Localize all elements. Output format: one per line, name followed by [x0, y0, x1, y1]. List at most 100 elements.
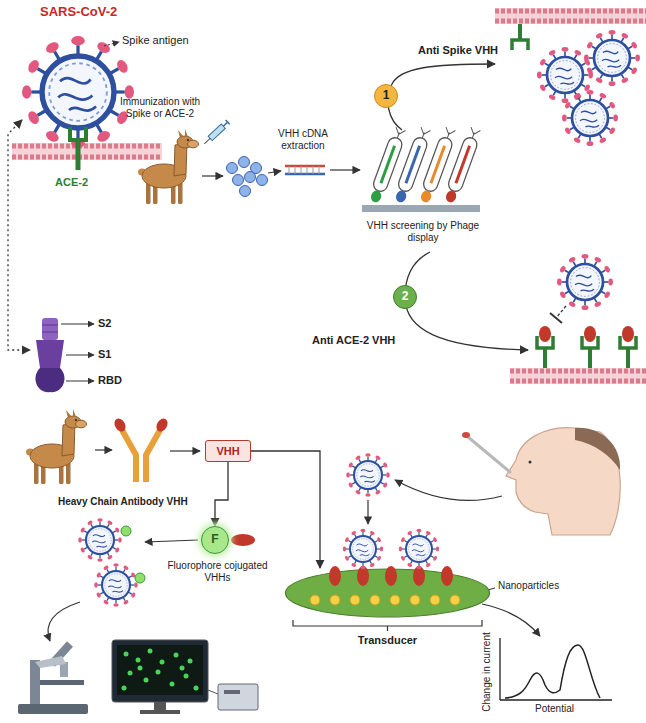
phage-display [417, 126, 457, 204]
b-cells [245, 172, 256, 183]
pointer-arrow [66, 381, 94, 382]
text-label: Spike antigen [122, 34, 189, 47]
phage-display [369, 189, 383, 204]
phage-display [381, 146, 395, 184]
heavy-chain-antibody [122, 430, 136, 482]
virus-icon [584, 30, 640, 86]
virus-icon [94, 563, 138, 607]
cell-membrane [510, 368, 646, 384]
branch-arrow [388, 64, 495, 130]
ace2-receptor [76, 140, 81, 170]
virus-icon [557, 254, 613, 310]
vhh-capsule [385, 566, 397, 586]
ace2-receptor-blocked [543, 348, 547, 368]
process-arrow [330, 169, 360, 170]
inhibition-symbol [550, 306, 566, 323]
nanoparticle [310, 595, 460, 605]
monitor-icon [174, 653, 179, 658]
monitor-icon [112, 640, 208, 714]
spike-protein-icon [35, 368, 64, 392]
step-number-badge: 2 [393, 285, 417, 309]
nanoparticle [350, 595, 360, 605]
text-label: Potential [535, 703, 574, 715]
current-potential-graph [505, 645, 600, 698]
nanoparticle [390, 595, 400, 605]
ace2-receptor-blocked [537, 326, 636, 368]
cell-membrane [510, 369, 646, 374]
phage-display [362, 126, 482, 212]
llama-figure [26, 409, 87, 484]
monitor-icon [122, 649, 199, 691]
cell-membrane [510, 368, 646, 384]
text-label: S1 [98, 348, 111, 361]
process-arrow [145, 540, 198, 542]
cell-membrane [495, 19, 646, 24]
phage-display [456, 146, 470, 184]
ace2-receptor [70, 127, 86, 170]
device-icon [218, 684, 258, 710]
nasal-swab [462, 432, 470, 438]
spike-protein-icon [42, 332, 58, 333]
heavy-chain-antibody [146, 430, 160, 482]
device-icon [224, 690, 240, 694]
cdna-strands [289, 166, 319, 174]
fluorophore-tag [121, 526, 145, 583]
pointer-arrow [66, 355, 94, 356]
phage-display [447, 136, 479, 193]
current-potential-graph [500, 638, 612, 700]
vhh-capsule [329, 566, 453, 586]
text-label: S2 [98, 317, 111, 330]
microscope-icon [35, 656, 66, 668]
device-icon [208, 690, 218, 694]
monitor-icon [170, 682, 175, 687]
b-cells [227, 163, 238, 174]
node-text: F [211, 533, 218, 547]
microscope-icon [30, 660, 40, 704]
ace2-receptor-blocked [588, 348, 592, 368]
monitor-icon [180, 666, 185, 671]
pointer-arrow [104, 42, 119, 46]
cell-membrane [12, 155, 162, 160]
syringe-icon [204, 138, 210, 143]
inhibition-symbol [556, 306, 566, 318]
virus-icon [346, 453, 390, 497]
fluorophore-circle: F [201, 526, 229, 554]
transducer-surface [285, 568, 490, 618]
bracket [293, 620, 482, 631]
patient-head [506, 428, 620, 535]
inhibition-symbol [550, 313, 562, 323]
vhh-capsule [231, 534, 255, 546]
monitor-icon [160, 660, 165, 665]
phage-display [442, 126, 482, 204]
cell-membrane [12, 143, 162, 160]
virus-icon [537, 47, 593, 103]
text-label: Fluorophore cojugated VHHs [165, 560, 270, 584]
monitor-icon [156, 670, 161, 675]
axis-label: Change in current [481, 627, 493, 717]
text-label: Heavy Chain Antibody VHH [58, 496, 188, 508]
anti-spike-vhh [518, 24, 522, 40]
monitor-icon [144, 678, 149, 683]
ace2-receptor-blocked [539, 326, 551, 342]
fluorophore-tag [121, 526, 131, 536]
ace2-receptor-blocked [626, 348, 630, 368]
text-label: ACE-2 [55, 176, 88, 189]
phage-display [419, 189, 433, 204]
syringe-icon [202, 120, 229, 146]
device-icon [208, 684, 258, 710]
monitor-icon [136, 658, 141, 663]
patient-head [506, 428, 620, 535]
fluorophore-tag [135, 573, 145, 583]
connector-arrow [215, 462, 228, 526]
ace2-receptor-blocked [584, 326, 596, 342]
nanoparticle [330, 595, 340, 605]
branch-arrow [405, 252, 528, 350]
virus-icon [562, 90, 618, 146]
text-label: SARS-CoV-2 [40, 4, 117, 20]
heavy-chain-antibody [112, 416, 128, 433]
node-text: 2 [402, 290, 409, 304]
process-arrow [482, 604, 540, 636]
b-cells [233, 175, 244, 186]
